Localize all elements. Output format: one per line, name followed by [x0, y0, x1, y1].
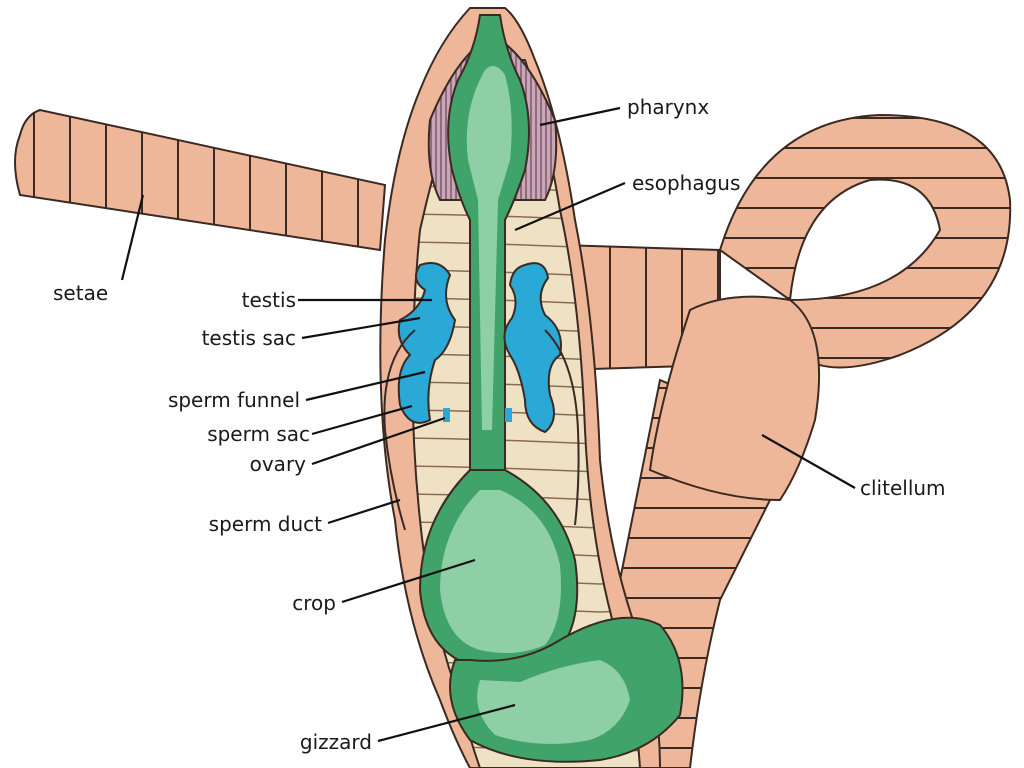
- testis-sac-leader: [301, 316, 421, 340]
- digestive-tract: [418, 14, 684, 763]
- crop-leader: [341, 558, 476, 604]
- setae-leader: [120, 194, 145, 281]
- label-ovary: ovary: [250, 452, 307, 476]
- right-sperm-sac: [503, 262, 562, 434]
- right-ovary: [505, 408, 512, 422]
- label-setae: setae: [53, 281, 108, 305]
- label-gizzard: gizzard: [300, 730, 372, 754]
- labels: pharynx esophagus setae testis testis sa…: [53, 95, 946, 754]
- label-crop: crop: [292, 591, 336, 615]
- pharynx-lumen: [466, 66, 512, 430]
- gizzard-leader: [377, 703, 516, 743]
- pharynx-leader: [539, 106, 621, 127]
- label-pharynx: pharynx: [627, 95, 709, 119]
- label-sperm-sac: sperm sac: [207, 422, 310, 446]
- right-sperm-duct: [544, 329, 580, 526]
- sperm-sac-leader: [311, 404, 413, 436]
- leader-lines: [120, 106, 856, 743]
- clitellum-leader: [761, 434, 856, 489]
- ovary-leader: [311, 416, 446, 466]
- label-testis-sac: testis sac: [202, 326, 296, 350]
- label-esophagus: esophagus: [632, 171, 740, 195]
- label-sperm-duct: sperm duct: [209, 512, 322, 536]
- left-ovary: [443, 408, 450, 422]
- esophagus-leader: [514, 181, 626, 232]
- crop-lumen: [440, 490, 561, 654]
- gizzard-lumen: [477, 660, 630, 744]
- clitellum-band: [648, 295, 821, 502]
- label-sperm-funnel: sperm funnel: [168, 388, 300, 412]
- left-sperm-sac: [397, 262, 457, 424]
- sperm-funnel-leader: [305, 370, 426, 402]
- worm-body: [14, 108, 1012, 768]
- reproductive-organs: [383, 262, 580, 531]
- label-clitellum: clitellum: [860, 476, 946, 500]
- left-sperm-duct: [383, 329, 416, 531]
- sperm-duct-leader: [327, 498, 401, 525]
- left-body-segment: [14, 108, 387, 252]
- label-testis: testis: [242, 288, 296, 312]
